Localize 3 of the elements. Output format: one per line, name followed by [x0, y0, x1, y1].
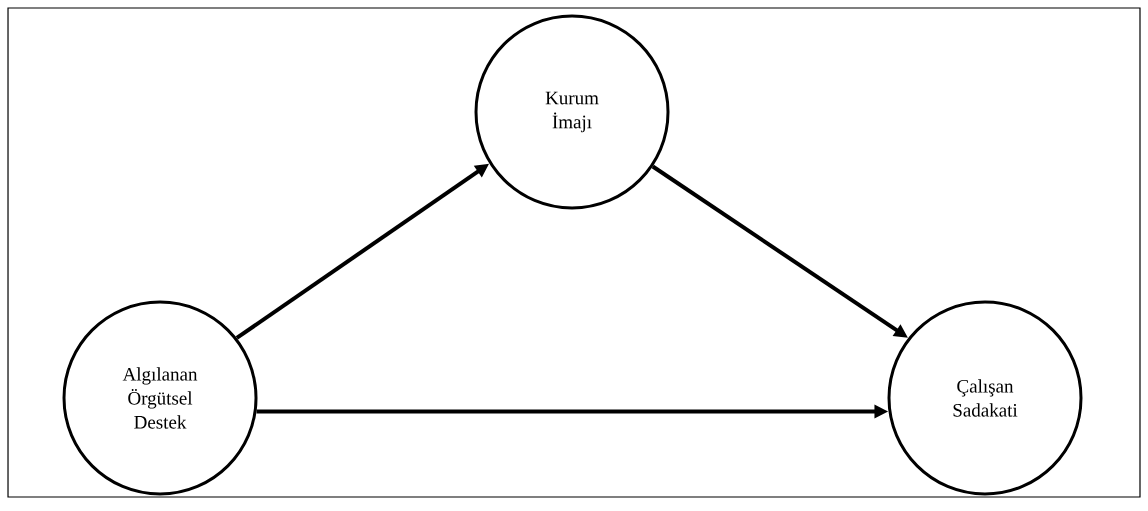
circle-node: Kurum İmajı — [474, 14, 670, 210]
circle-node: Algılanan Örgütsel Destek — [62, 300, 258, 496]
circle-node: Çalışan Sadakati — [887, 300, 1083, 496]
